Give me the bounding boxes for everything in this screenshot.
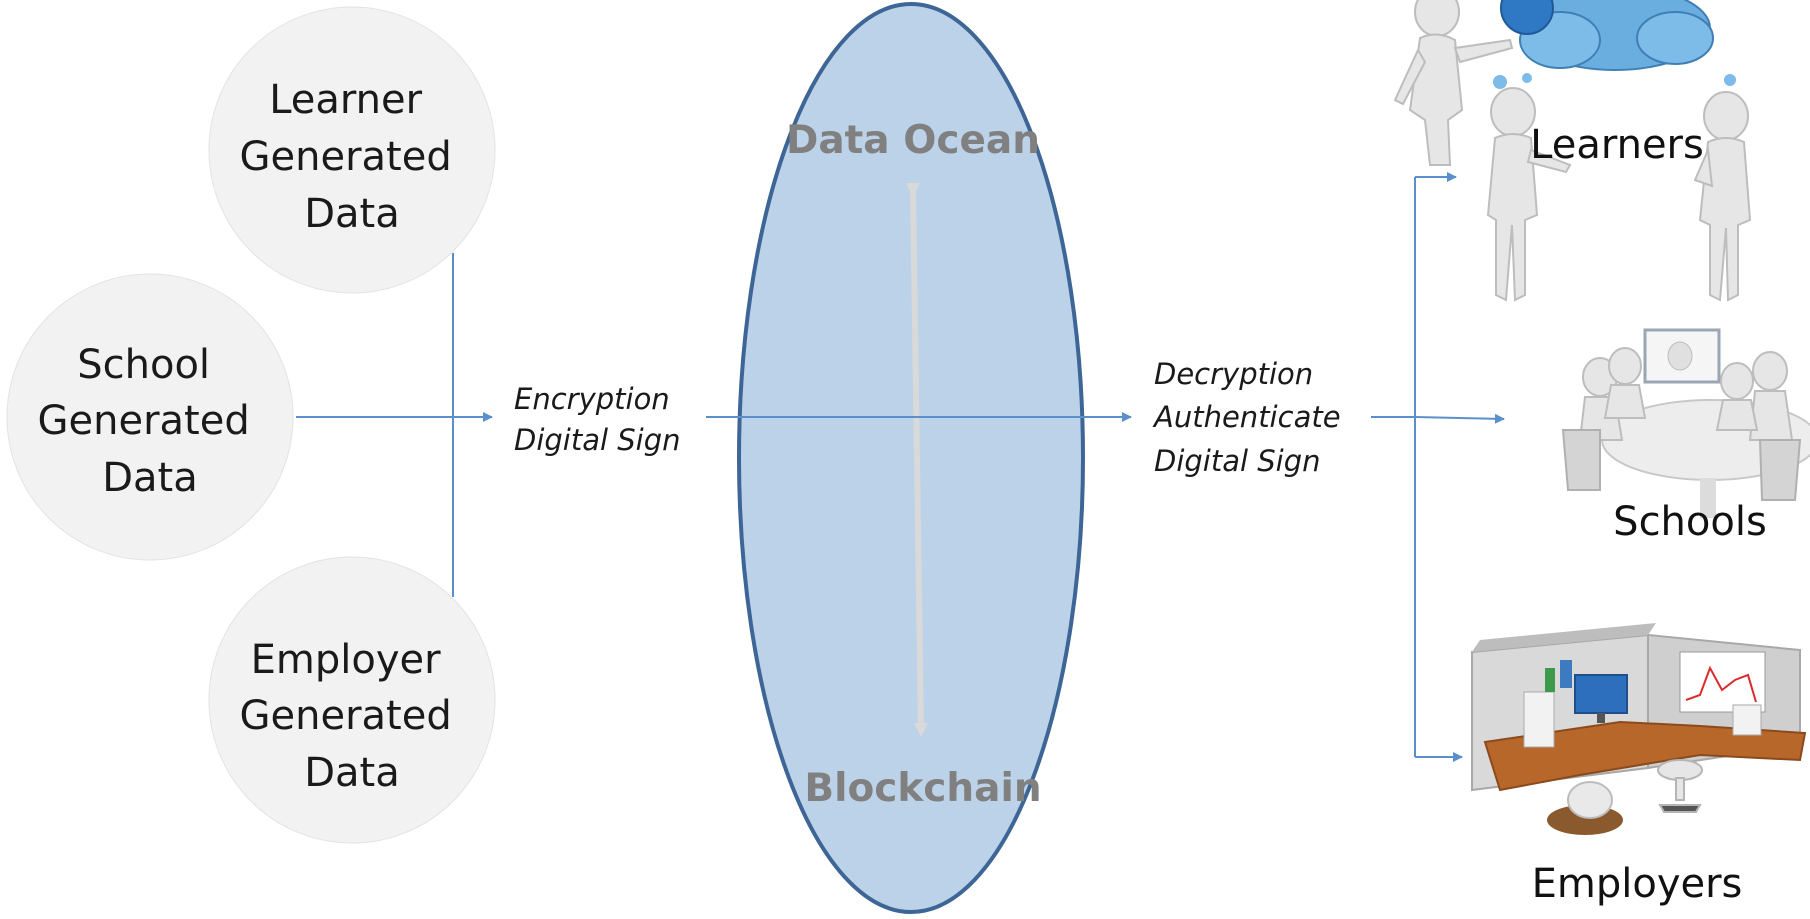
data-ocean-label: Data Ocean bbox=[786, 118, 1040, 163]
paper-stack-icon bbox=[1523, 691, 1555, 748]
learner-data-label: Learner Generated Data bbox=[240, 77, 465, 237]
blockchain-label: Blockchain bbox=[804, 766, 1041, 811]
schools-illustration bbox=[1561, 328, 1810, 518]
employers-illustration bbox=[1471, 623, 1807, 835]
employer-data-label: Employer Generated Data bbox=[240, 637, 465, 796]
stick-figure-icon bbox=[1486, 87, 1572, 302]
employers-label: Employers bbox=[1532, 861, 1743, 907]
learner-data-circle bbox=[208, 6, 496, 294]
stick-figure-icon bbox=[1693, 91, 1752, 302]
to-schools-arrow bbox=[1414, 413, 1505, 424]
learners-label: Learners bbox=[1530, 122, 1704, 168]
thought-cloud-icon bbox=[1493, 0, 1736, 89]
decryption-label: Decryption Authenticate Digital Sign bbox=[1152, 357, 1350, 478]
encryption-label: Encryption Digital Sign bbox=[514, 382, 681, 457]
desk-icon bbox=[1483, 720, 1807, 792]
school-data-circle bbox=[6, 273, 294, 561]
stick-figure-icon bbox=[1393, 0, 1514, 166]
school-data-label: School Generated Data bbox=[38, 342, 263, 501]
chart-board-icon bbox=[1679, 651, 1766, 713]
ocean-vertical-arrow bbox=[905, 182, 928, 737]
employer-data-circle bbox=[208, 556, 496, 844]
monitor-icon bbox=[1574, 674, 1628, 714]
schools-label: Schools bbox=[1613, 499, 1767, 545]
learners-illustration bbox=[1393, 0, 1752, 302]
office-chair-icon bbox=[1657, 759, 1703, 813]
